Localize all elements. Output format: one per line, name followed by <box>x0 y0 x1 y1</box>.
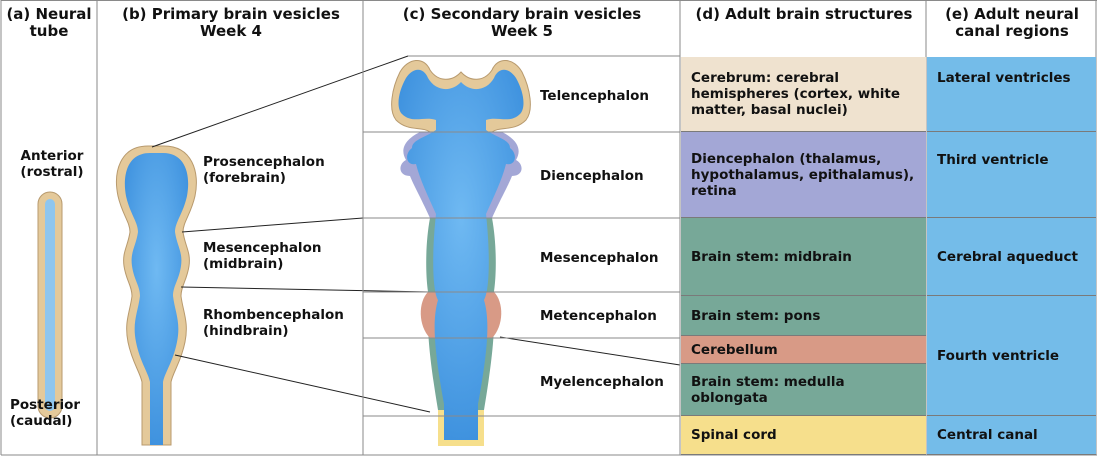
col-header-a: (a) Neural tube <box>6 5 92 40</box>
posterior-text: Posterior <box>10 397 81 413</box>
canal-central-cell: Central canal <box>927 416 1096 455</box>
mesencephalon-primary-text: Mesencephalon <box>203 240 322 256</box>
adult-medulla-cell: Brain stem: medulla oblongata <box>681 364 926 416</box>
canal-third-cell: Third ventricle <box>927 132 1096 218</box>
metencephalon-label: Metencephalon <box>540 308 657 324</box>
prosencephalon-text: Prosencephalon <box>203 154 325 170</box>
rhombencephalon-text: Rhombencephalon <box>203 307 344 323</box>
col-header-adult: (d) Adult brain structures <box>683 6 925 23</box>
cerebellum-text: Cerebellum <box>691 341 778 358</box>
forebrain-text: (forebrain) <box>203 170 286 186</box>
secondary-vesicles-drawing <box>391 60 531 446</box>
spinal-cord-text: Spinal cord <box>691 427 777 443</box>
col-header-b-line1: (b) Primary brain vesicles <box>122 5 340 23</box>
midbrain-text: (midbrain) <box>203 256 284 272</box>
col-header-primary: (b) Primary brain vesicles Week 4 <box>100 6 362 40</box>
myelencephalon-label: Myelencephalon <box>540 374 664 390</box>
anterior-label: Anterior (rostral) <box>12 148 92 180</box>
col-header-e-line2: canal regions <box>955 22 1069 40</box>
central-canal-text: Central canal <box>937 427 1038 443</box>
anterior-text: Anterior <box>20 148 84 164</box>
adult-diencephalon-cell: Diencephalon (thalamus, hypothalamus, ep… <box>681 132 926 218</box>
col-header-neural-tube: (a) Neural tube <box>4 6 94 40</box>
col-header-c-line2: Week 5 <box>491 22 553 40</box>
col-header-b-line2: Week 4 <box>200 22 262 40</box>
canal-lateral-cell: Lateral ventricles <box>927 57 1096 132</box>
adult-cerebellum-cell: Cerebellum <box>681 336 926 364</box>
adult-spinal-cord-cell: Spinal cord <box>681 416 926 455</box>
hindbrain-text: (hindbrain) <box>203 323 289 339</box>
fourth-ventricle-text: Fourth ventricle <box>937 347 1060 364</box>
medulla-text: Brain stem: medulla oblongata <box>691 373 845 406</box>
diencephalon-label: Diencephalon <box>540 168 644 184</box>
cerebrum-text: Cerebrum: cerebral hemispheres (cortex, … <box>691 70 901 118</box>
col-header-c-line1: (c) Secondary brain vesicles <box>402 5 642 23</box>
prosencephalon-label: Prosencephalon (forebrain) <box>203 154 325 186</box>
posterior-label: Posterior (caudal) <box>10 397 94 429</box>
adult-cerebrum-cell: Cerebrum: cerebral hemispheres (cortex, … <box>681 57 926 132</box>
lateral-ventricles-text: Lateral ventricles <box>937 70 1071 86</box>
col-header-canal: (e) Adult neural canal regions <box>929 6 1095 40</box>
rhombencephalon-label: Rhombencephalon (hindbrain) <box>203 307 344 339</box>
cerebral-aqueduct-text: Cerebral aqueduct <box>937 248 1078 265</box>
mesencephalon-primary-label: Mesencephalon (midbrain) <box>203 240 321 272</box>
col-header-d: (d) Adult brain structures <box>695 5 913 23</box>
col-header-secondary: (c) Secondary brain vesicles Week 5 <box>366 6 678 40</box>
adult-midbrain-cell: Brain stem: midbrain <box>681 218 926 296</box>
adult-pons-cell: Brain stem: pons <box>681 296 926 336</box>
mesencephalon-secondary-label: Mesencephalon <box>540 250 659 266</box>
col-header-e-line1: (e) Adult neural <box>945 5 1079 23</box>
diencephalon-adult-text: Diencephalon (thalamus, hypothalamus, ep… <box>691 150 915 199</box>
midbrain-adult-text: Brain stem: midbrain <box>691 248 852 265</box>
pons-text: Brain stem: pons <box>691 307 821 324</box>
canal-fourth-cell: Fourth ventricle <box>927 296 1096 416</box>
primary-vesicles-drawing <box>116 145 197 446</box>
telencephalon-label: Telencephalon <box>540 88 650 104</box>
caudal-text: (caudal) <box>10 413 73 429</box>
neural-tube-drawing <box>37 191 63 419</box>
rostral-text: (rostral) <box>20 164 84 180</box>
canal-aqueduct-cell: Cerebral aqueduct <box>927 218 1096 296</box>
connector-lines <box>151 55 681 413</box>
third-ventricle-text: Third ventricle <box>937 152 1049 168</box>
